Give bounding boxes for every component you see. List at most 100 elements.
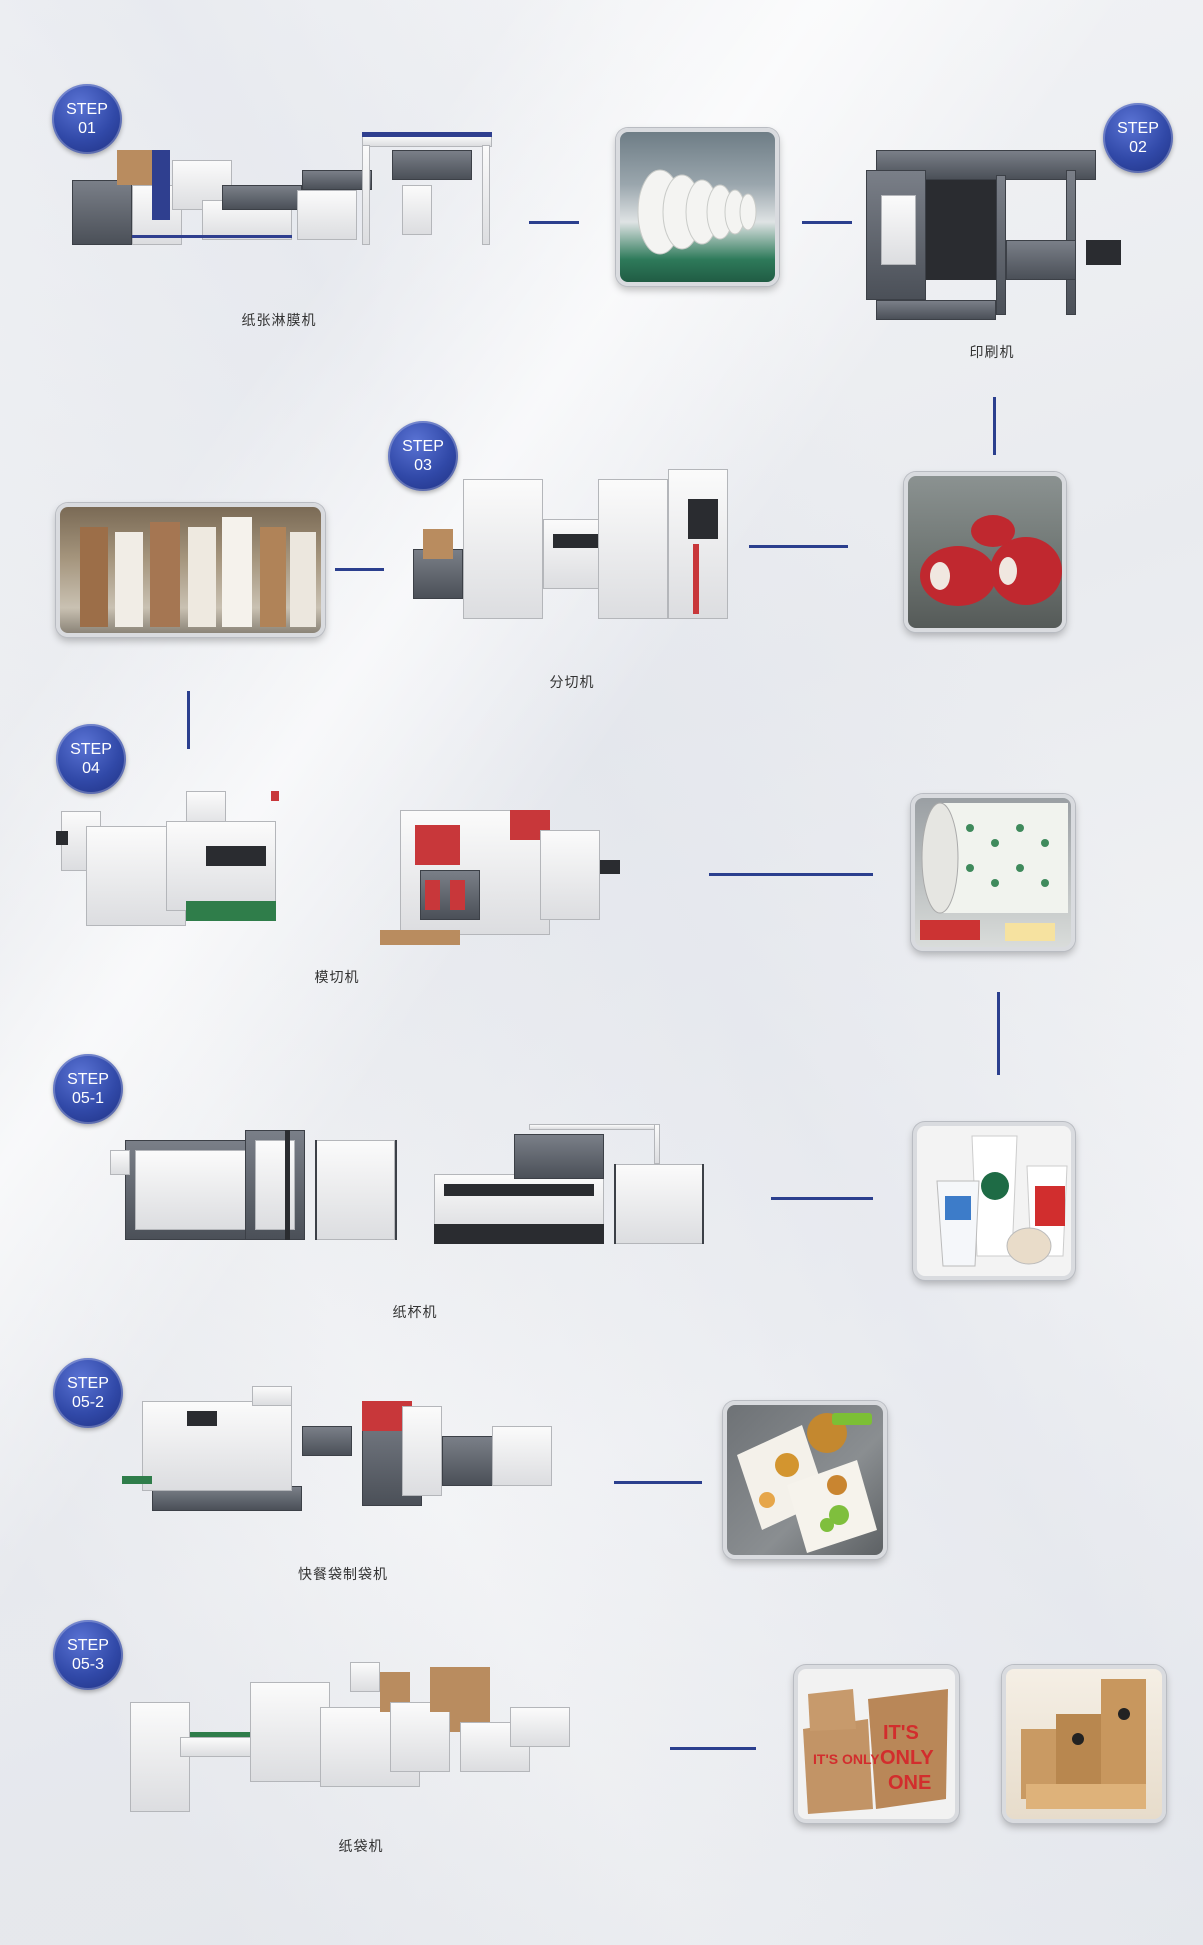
machine-part [423, 529, 453, 559]
photo-printed-roll [911, 794, 1075, 951]
machine-part [362, 145, 370, 245]
machine-part [302, 170, 372, 190]
step-label: STEP [66, 101, 108, 118]
machine-part [302, 1426, 352, 1456]
machine-paper-coating [62, 130, 498, 295]
step-02-badge: STEP 02 [1103, 103, 1173, 173]
machine-part [492, 1426, 552, 1486]
machine-part [122, 1476, 152, 1484]
machine-part [186, 901, 276, 921]
photo-paper-cups [913, 1122, 1075, 1280]
machine-flexo-printing [856, 130, 1132, 330]
machine-part [135, 1150, 265, 1230]
machine-label-coating: 纸张淋膜机 [241, 313, 317, 329]
machine-paper-bag [130, 1662, 593, 1835]
machine-die-cutting-1 [56, 781, 329, 955]
step-label: STEP [70, 741, 112, 758]
machine-part [482, 145, 490, 245]
step-label: STEP [1117, 120, 1159, 137]
step-label: STEP [402, 438, 444, 455]
machine-part [926, 180, 996, 280]
machine-part [130, 1702, 190, 1812]
machine-part [380, 930, 460, 945]
step-number: 05-3 [71, 1656, 105, 1673]
machine-part [297, 190, 357, 240]
machine-part [72, 180, 132, 245]
machine-part [415, 825, 460, 865]
machine-part [152, 150, 170, 220]
step-number: 04 [82, 760, 100, 777]
connector-line [335, 568, 384, 571]
machine-part [463, 479, 543, 619]
machine-part [614, 1164, 704, 1244]
photo-paper-rolls [616, 128, 779, 286]
machine-part [142, 1401, 292, 1491]
machine-part [1006, 240, 1076, 280]
svg-text:ONLY: ONLY [880, 1747, 934, 1769]
machine-part [166, 821, 276, 911]
machine-part [510, 1707, 570, 1747]
machine-part [315, 1140, 317, 1240]
machine-part [434, 1224, 604, 1244]
connector-line [614, 1481, 702, 1484]
machine-part [444, 1184, 594, 1196]
machine-part [56, 831, 68, 845]
machine-part [514, 1134, 604, 1179]
step-number: 02 [1129, 139, 1147, 156]
machine-part [250, 1682, 330, 1782]
step-number: 01 [78, 120, 96, 137]
machine-part [614, 1164, 616, 1244]
machine-part [132, 235, 292, 238]
svg-text:IT'S: IT'S [883, 1722, 919, 1744]
svg-text:ONE: ONE [888, 1772, 931, 1794]
machine-part [702, 1164, 704, 1244]
photo-fastfood-bags [723, 1401, 887, 1559]
machine-label-fastfood-bag: 快餐袋制袋机 [298, 1567, 388, 1583]
machine-label-paper-cup: 纸杯机 [392, 1305, 438, 1321]
machine-slitting [413, 459, 733, 645]
step-number: 03 [414, 457, 432, 474]
photo-printed-rolls [904, 472, 1066, 632]
photo-paper-warehouse [56, 503, 325, 637]
step-label: STEP [67, 1071, 109, 1088]
machine-part [315, 1140, 395, 1240]
machine-part [285, 1130, 290, 1240]
connector-line [709, 873, 873, 876]
machine-part [222, 185, 302, 210]
machine-part [350, 1662, 380, 1692]
machine-part [252, 1386, 292, 1406]
machine-paper-cup-2 [434, 1114, 713, 1271]
machine-part [876, 300, 996, 320]
machine-part [402, 185, 432, 235]
machine-part [598, 479, 668, 619]
machine-part [206, 846, 266, 866]
machine-part [529, 1124, 659, 1130]
machine-die-cutting-2 [360, 800, 642, 955]
machine-fastfood-bag [122, 1386, 564, 1531]
connector-line [670, 1747, 756, 1750]
machine-part [688, 499, 718, 539]
machine-paper-cup-1 [105, 1110, 415, 1271]
connector-line [749, 545, 848, 548]
machine-part [110, 1150, 130, 1175]
machine-part [392, 150, 472, 180]
machine-part [402, 1406, 442, 1496]
machine-label-printing: 印刷机 [969, 345, 1015, 361]
machine-part [117, 150, 157, 185]
machine-label-die-cutting: 模切机 [314, 970, 360, 986]
machine-part [693, 544, 699, 614]
connector-line [802, 221, 852, 224]
machine-part [600, 860, 620, 874]
machine-label-slitting: 分切机 [549, 675, 595, 691]
machine-part [271, 791, 279, 801]
machine-part [425, 880, 440, 910]
step-04-badge: STEP 04 [56, 724, 126, 794]
step-label: STEP [67, 1637, 109, 1654]
step-03-badge: STEP 03 [388, 421, 458, 491]
connector-line [187, 691, 190, 749]
photo-kraft-bags-food [1002, 1665, 1166, 1823]
machine-part [1086, 240, 1121, 265]
